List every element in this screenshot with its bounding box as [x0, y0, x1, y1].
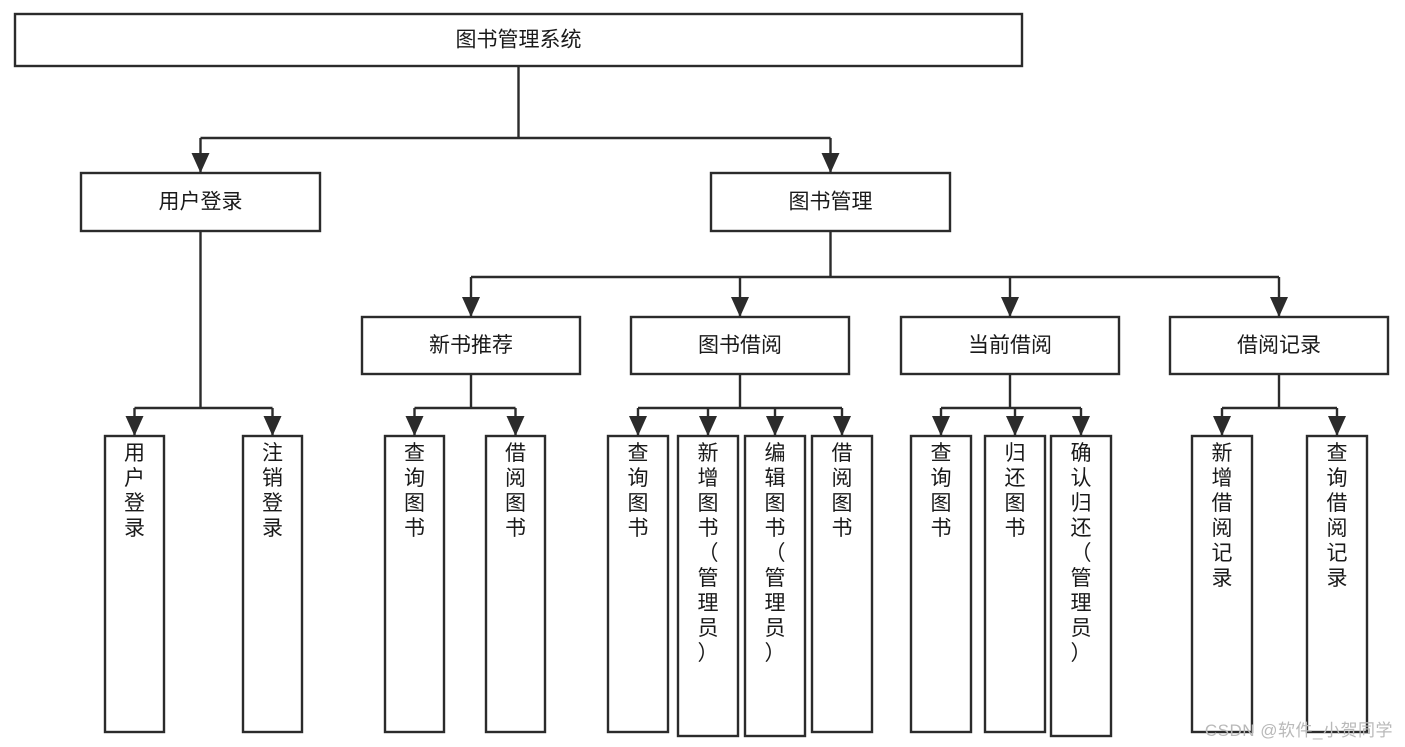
node-borrow-record-label: 借阅记录 — [1237, 334, 1321, 357]
current-borrow-to-leaves-arrow-1 — [1006, 416, 1024, 436]
node-leaf-return-book-label: 归还图书 — [1005, 442, 1026, 540]
node-layer: 图书管理系统用户登录图书管理新书推荐图书借阅当前借阅借阅记录用户登录注销登录查询… — [13, 12, 1390, 738]
node-user-login[interactable]: 用户登录 — [79, 171, 322, 233]
node-leaf-user-logout-box[interactable] — [241, 434, 304, 734]
book-manage-to-level3-arrow-0 — [462, 297, 480, 317]
node-leaf-add-record-label: 新增借阅记录 — [1212, 442, 1233, 590]
book-borrow-to-leaves-arrow-1 — [699, 416, 717, 436]
node-current-borrow-label: 当前借阅 — [968, 334, 1052, 357]
node-leaf-user-login-box[interactable] — [103, 434, 166, 734]
node-leaf-borrow-book-bor-box[interactable] — [810, 434, 874, 734]
node-book-borrow-label: 图书借阅 — [698, 334, 782, 357]
node-leaf-query-book-cur-box[interactable] — [909, 434, 973, 734]
node-leaf-query-book-bor-label: 查询图书 — [628, 442, 649, 540]
new-book-recommend-to-leaves-arrow-1 — [506, 416, 525, 436]
node-borrow-record-box[interactable] — [1168, 315, 1390, 376]
node-book-manage-box[interactable] — [709, 171, 952, 233]
node-leaf-borrow-book-bor-label: 借阅图书 — [832, 442, 853, 540]
root-to-level2-arrow-1 — [821, 153, 840, 173]
node-leaf-query-book-bor[interactable]: 查询图书 — [606, 434, 670, 734]
node-leaf-user-logout[interactable]: 注销登录 — [241, 434, 304, 734]
node-leaf-confirm-return[interactable]: 确认归还（管理员） — [1049, 434, 1113, 738]
book-manage-to-level3-arrow-1 — [731, 297, 749, 317]
book-borrow-to-leaves-arrow-0 — [629, 416, 647, 436]
node-leaf-edit-book[interactable]: 编辑图书（管理员） — [743, 434, 807, 738]
node-leaf-query-book-bor-box[interactable] — [606, 434, 670, 734]
node-leaf-query-book-rec-box[interactable] — [383, 434, 446, 734]
node-leaf-query-book-rec[interactable]: 查询图书 — [383, 434, 446, 734]
node-leaf-user-logout-label: 注销登录 — [262, 442, 283, 540]
user-login-to-leaves-arrow-1 — [263, 416, 282, 436]
node-leaf-query-record-box[interactable] — [1305, 434, 1369, 734]
node-leaf-confirm-return-label: 确认归还（管理员） — [1071, 442, 1092, 665]
node-leaf-add-book-box[interactable] — [676, 434, 740, 738]
node-book-manage[interactable]: 图书管理 — [709, 171, 952, 233]
node-leaf-query-record-label: 查询借阅记录 — [1327, 442, 1348, 590]
node-leaf-borrow-book-rec-box[interactable] — [484, 434, 547, 734]
node-new-book-recommend-label: 新书推荐 — [429, 334, 513, 357]
node-leaf-edit-book-label: 编辑图书（管理员） — [765, 442, 786, 665]
node-borrow-record[interactable]: 借阅记录 — [1168, 315, 1390, 376]
node-leaf-add-record[interactable]: 新增借阅记录 — [1190, 434, 1254, 734]
node-current-borrow[interactable]: 当前借阅 — [899, 315, 1121, 376]
node-leaf-add-book[interactable]: 新增图书（管理员） — [676, 434, 740, 738]
node-root-label: 图书管理系统 — [456, 29, 582, 52]
user-login-to-leaves-arrow-0 — [125, 416, 144, 436]
node-current-borrow-box[interactable] — [899, 315, 1121, 376]
node-book-borrow-box[interactable] — [629, 315, 851, 376]
borrow-record-to-leaves-arrow-1 — [1328, 416, 1346, 436]
node-leaf-edit-book-box[interactable] — [743, 434, 807, 738]
current-borrow-to-leaves-arrow-0 — [932, 416, 950, 436]
node-leaf-confirm-return-box[interactable] — [1049, 434, 1113, 738]
node-user-login-label: 用户登录 — [159, 191, 243, 214]
book-manage-to-level3-arrow-2 — [1001, 297, 1019, 317]
node-new-book-recommend[interactable]: 新书推荐 — [360, 315, 582, 376]
node-leaf-borrow-book-rec-label: 借阅图书 — [505, 442, 526, 540]
new-book-recommend-to-leaves-arrow-0 — [405, 416, 424, 436]
node-leaf-borrow-book-bor[interactable]: 借阅图书 — [810, 434, 874, 734]
node-leaf-add-book-label: 新增图书（管理员） — [698, 442, 719, 665]
current-borrow-to-leaves-arrow-2 — [1072, 416, 1090, 436]
node-book-borrow[interactable]: 图书借阅 — [629, 315, 851, 376]
node-root[interactable]: 图书管理系统 — [13, 12, 1024, 68]
book-borrow-to-leaves-arrow-3 — [833, 416, 851, 436]
node-leaf-return-book[interactable]: 归还图书 — [983, 434, 1047, 734]
node-root-box[interactable] — [13, 12, 1024, 68]
node-leaf-return-book-box[interactable] — [983, 434, 1047, 734]
book-manage-to-level3-arrow-3 — [1270, 297, 1288, 317]
node-leaf-user-login[interactable]: 用户登录 — [103, 434, 166, 734]
node-leaf-add-record-box[interactable] — [1190, 434, 1254, 734]
connector-layer — [125, 66, 1346, 436]
node-book-manage-label: 图书管理 — [789, 191, 873, 214]
borrow-record-to-leaves-arrow-0 — [1213, 416, 1231, 436]
node-new-book-recommend-box[interactable] — [360, 315, 582, 376]
book-borrow-to-leaves-arrow-2 — [766, 416, 784, 436]
node-leaf-query-book-cur-label: 查询图书 — [931, 442, 952, 540]
node-user-login-box[interactable] — [79, 171, 322, 233]
node-leaf-query-book-rec-label: 查询图书 — [404, 442, 425, 540]
node-leaf-borrow-book-rec[interactable]: 借阅图书 — [484, 434, 547, 734]
node-leaf-query-book-cur[interactable]: 查询图书 — [909, 434, 973, 734]
node-leaf-user-login-label: 用户登录 — [124, 442, 145, 540]
node-leaf-query-record[interactable]: 查询借阅记录 — [1305, 434, 1369, 734]
root-to-level2-arrow-0 — [191, 153, 210, 173]
